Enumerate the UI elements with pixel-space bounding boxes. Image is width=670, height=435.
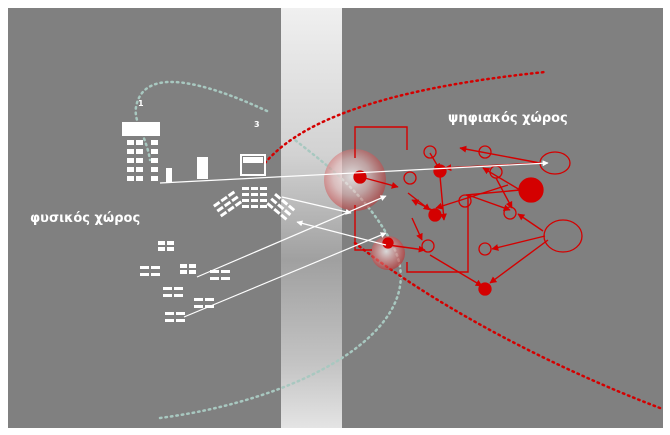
seating-fan [213,187,296,221]
digital-nodes [353,145,583,296]
digital-bubble-small [371,236,405,270]
marker-1: 1 [138,99,144,108]
interface-band [281,8,342,428]
physical-digital-links [159,160,549,318]
board [122,122,160,136]
desk-groups [140,241,230,322]
marker-3: 3 [254,120,260,129]
label-physical-space: φυσικός χώρος [30,211,140,226]
label-digital-space: ψηφιακός χώρος [448,111,568,126]
classroom-block [122,122,266,183]
